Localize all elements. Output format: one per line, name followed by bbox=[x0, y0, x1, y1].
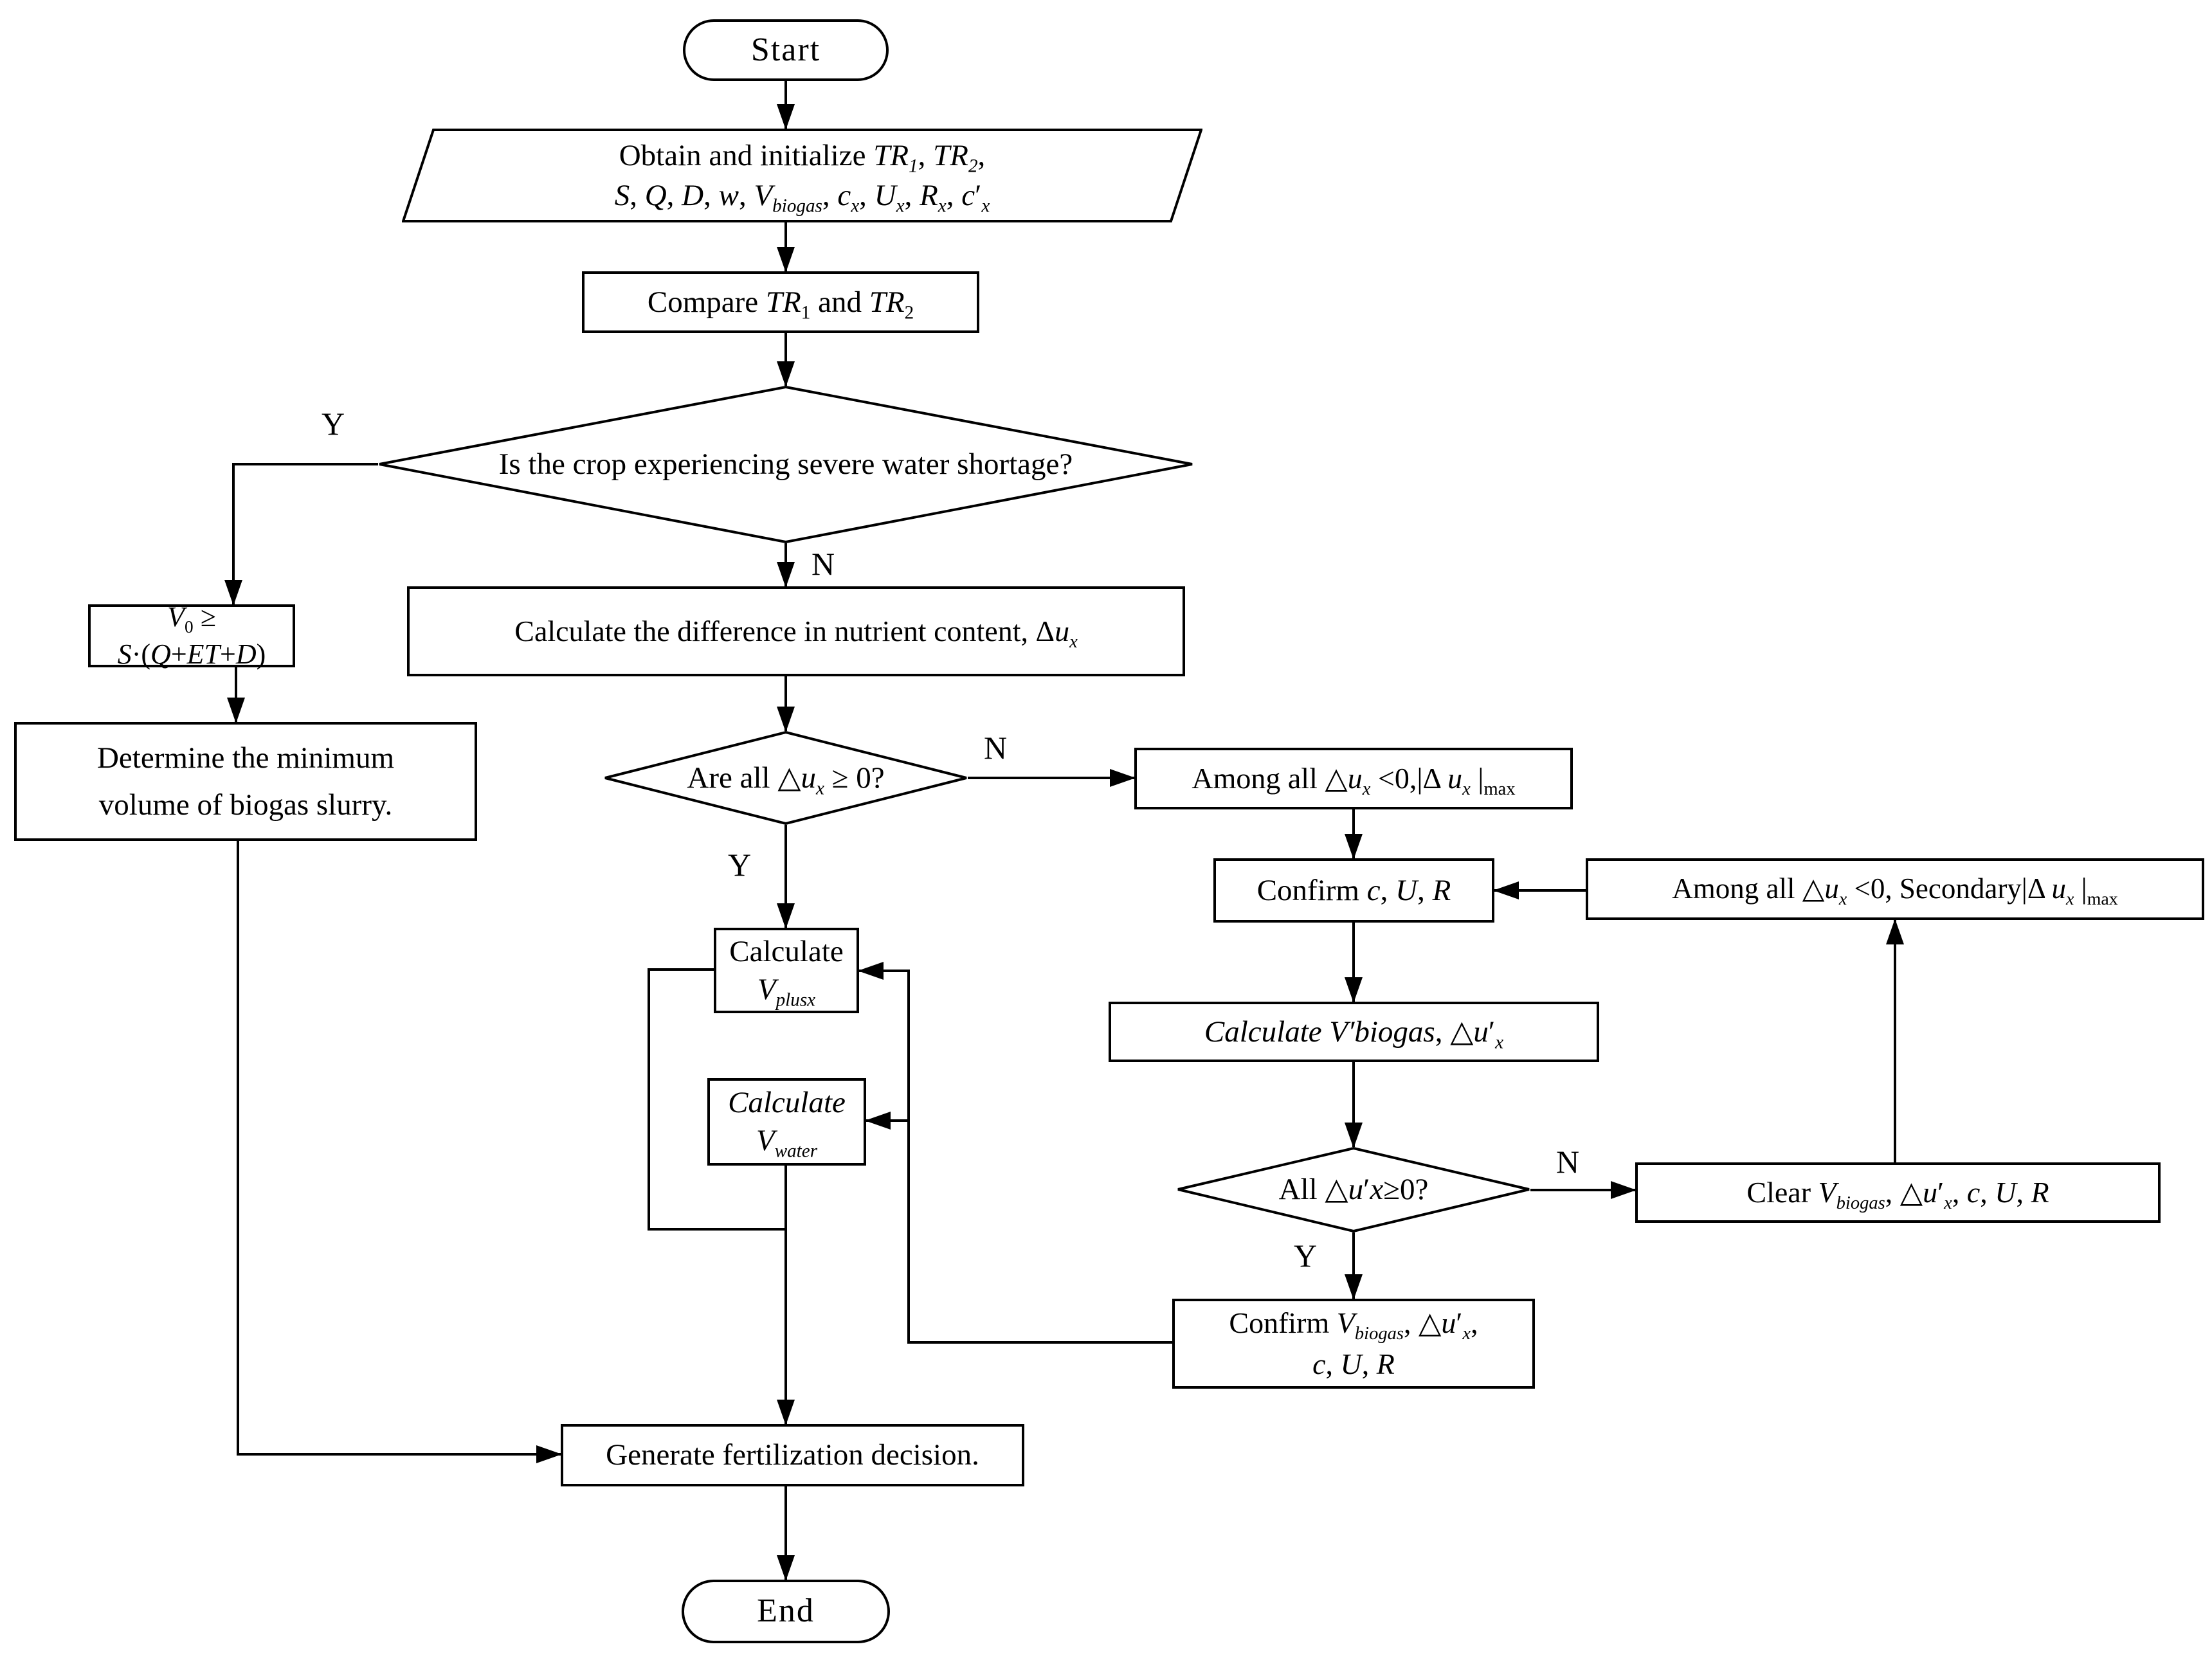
calc-vplusx-line1: Calculate bbox=[729, 934, 844, 968]
generate-node: Generate fertilization decision. bbox=[561, 1424, 1024, 1486]
generate-label: Generate fertilization decision. bbox=[606, 1438, 979, 1472]
decision1-no-label: N bbox=[811, 546, 835, 582]
edge-vplusx-merge bbox=[648, 968, 786, 1231]
calc-diff-label: Calculate the difference in nutrient con… bbox=[514, 614, 1078, 652]
v0-formula-node: V0 ≥ S·(Q+ET+D) bbox=[88, 601, 295, 670]
end-node: End bbox=[682, 1580, 890, 1643]
calc-vbiogas-label: Calculate V′biogas, △u′x bbox=[1204, 1015, 1504, 1053]
diamond-shape bbox=[1177, 1147, 1530, 1232]
decision-water-label: Is the crop experiencing severe water sh… bbox=[498, 447, 1073, 482]
compare-label: Compare TR1 and TR2 bbox=[647, 285, 914, 323]
calc-vwater-line2: Vwater bbox=[756, 1124, 818, 1162]
determine-min-node: Determine the minimum volume of biogas s… bbox=[14, 722, 477, 841]
decision-all-ux-node: Are all △ux ≥ 0? bbox=[604, 731, 968, 825]
decision-all-uxp-label: All △u′x≥0? bbox=[1278, 1173, 1429, 1207]
decision3-yes-label: Y bbox=[1294, 1238, 1318, 1274]
calc-vwater-node: Calculate Vwater bbox=[707, 1078, 866, 1166]
confirm-v-line2: c, U, R bbox=[1312, 1348, 1395, 1380]
init-line2: S, Q, D, w, Vbiogas, cx, Ux, Rx, c′x bbox=[614, 179, 990, 217]
init-line1: Obtain and initialize TR1, TR2, bbox=[619, 138, 986, 177]
calc-vplusx-node: Calculate Vplusx bbox=[714, 928, 859, 1013]
confirm-cur-label: Confirm c, U, R bbox=[1256, 873, 1451, 907]
calc-vwater-line1: Calculate bbox=[728, 1086, 846, 1120]
calc-vplusx-line2: Vplusx bbox=[757, 972, 816, 1010]
calc-diff-node: Calculate the difference in nutrient con… bbox=[407, 586, 1185, 676]
decision-all-ux-label: Are all △ux ≥ 0? bbox=[687, 761, 885, 799]
secondary-max-label: Among all △ux <0, Secondary|Δ ux |max bbox=[1672, 872, 2118, 910]
decision3-no-label: N bbox=[1556, 1144, 1580, 1180]
v0-formula-label: V0 ≥ S·(Q+ET+D) bbox=[117, 600, 266, 670]
calc-vbiogas-node: Calculate V′biogas, △u′x bbox=[1109, 1002, 1599, 1062]
edge-determine-generate bbox=[237, 841, 562, 1463]
end-label: End bbox=[757, 1592, 815, 1630]
determine-min-line2: volume of biogas slurry. bbox=[98, 788, 393, 822]
secondary-max-node: Among all △ux <0, Secondary|Δ ux |max bbox=[1586, 858, 2204, 920]
confirm-v-line1: Confirm Vbiogas, △u′x, bbox=[1229, 1306, 1478, 1344]
diamond-shape bbox=[604, 731, 967, 825]
among-max-label: Among all △ux <0,|Δ ux |max bbox=[1192, 761, 1516, 799]
among-max-node: Among all △ux <0,|Δ ux |max bbox=[1134, 748, 1573, 809]
init-node: Obtain and initialize TR1, TR2, S, Q, D,… bbox=[402, 129, 1202, 222]
decision1-yes-label: Y bbox=[322, 406, 345, 442]
diamond-shape bbox=[379, 386, 1193, 543]
determine-min-line1: Determine the minimum bbox=[96, 741, 395, 775]
edge-decision1-yes-v0 bbox=[224, 463, 378, 606]
start-label: Start bbox=[750, 31, 821, 68]
clear-vars-label: Clear Vbiogas, △u′x, c, U, R bbox=[1746, 1175, 2049, 1213]
confirm-v-node: Confirm Vbiogas, △u′x, c, U, R bbox=[1172, 1299, 1535, 1389]
parallelogram-shape bbox=[402, 129, 1202, 222]
decision-all-uxp-node: All △u′x≥0? bbox=[1177, 1147, 1530, 1232]
decision2-yes-label: Y bbox=[728, 847, 752, 883]
decision2-no-label: N bbox=[984, 730, 1008, 766]
clear-vars-node: Clear Vbiogas, △u′x, c, U, R bbox=[1635, 1162, 2161, 1223]
decision-water-node: Is the crop experiencing severe water sh… bbox=[378, 386, 1193, 543]
compare-node: Compare TR1 and TR2 bbox=[582, 271, 979, 333]
confirm-cur-node: Confirm c, U, R bbox=[1213, 858, 1494, 923]
start-node: Start bbox=[683, 19, 889, 81]
edge-confirmv-vplusx bbox=[858, 962, 1172, 1344]
